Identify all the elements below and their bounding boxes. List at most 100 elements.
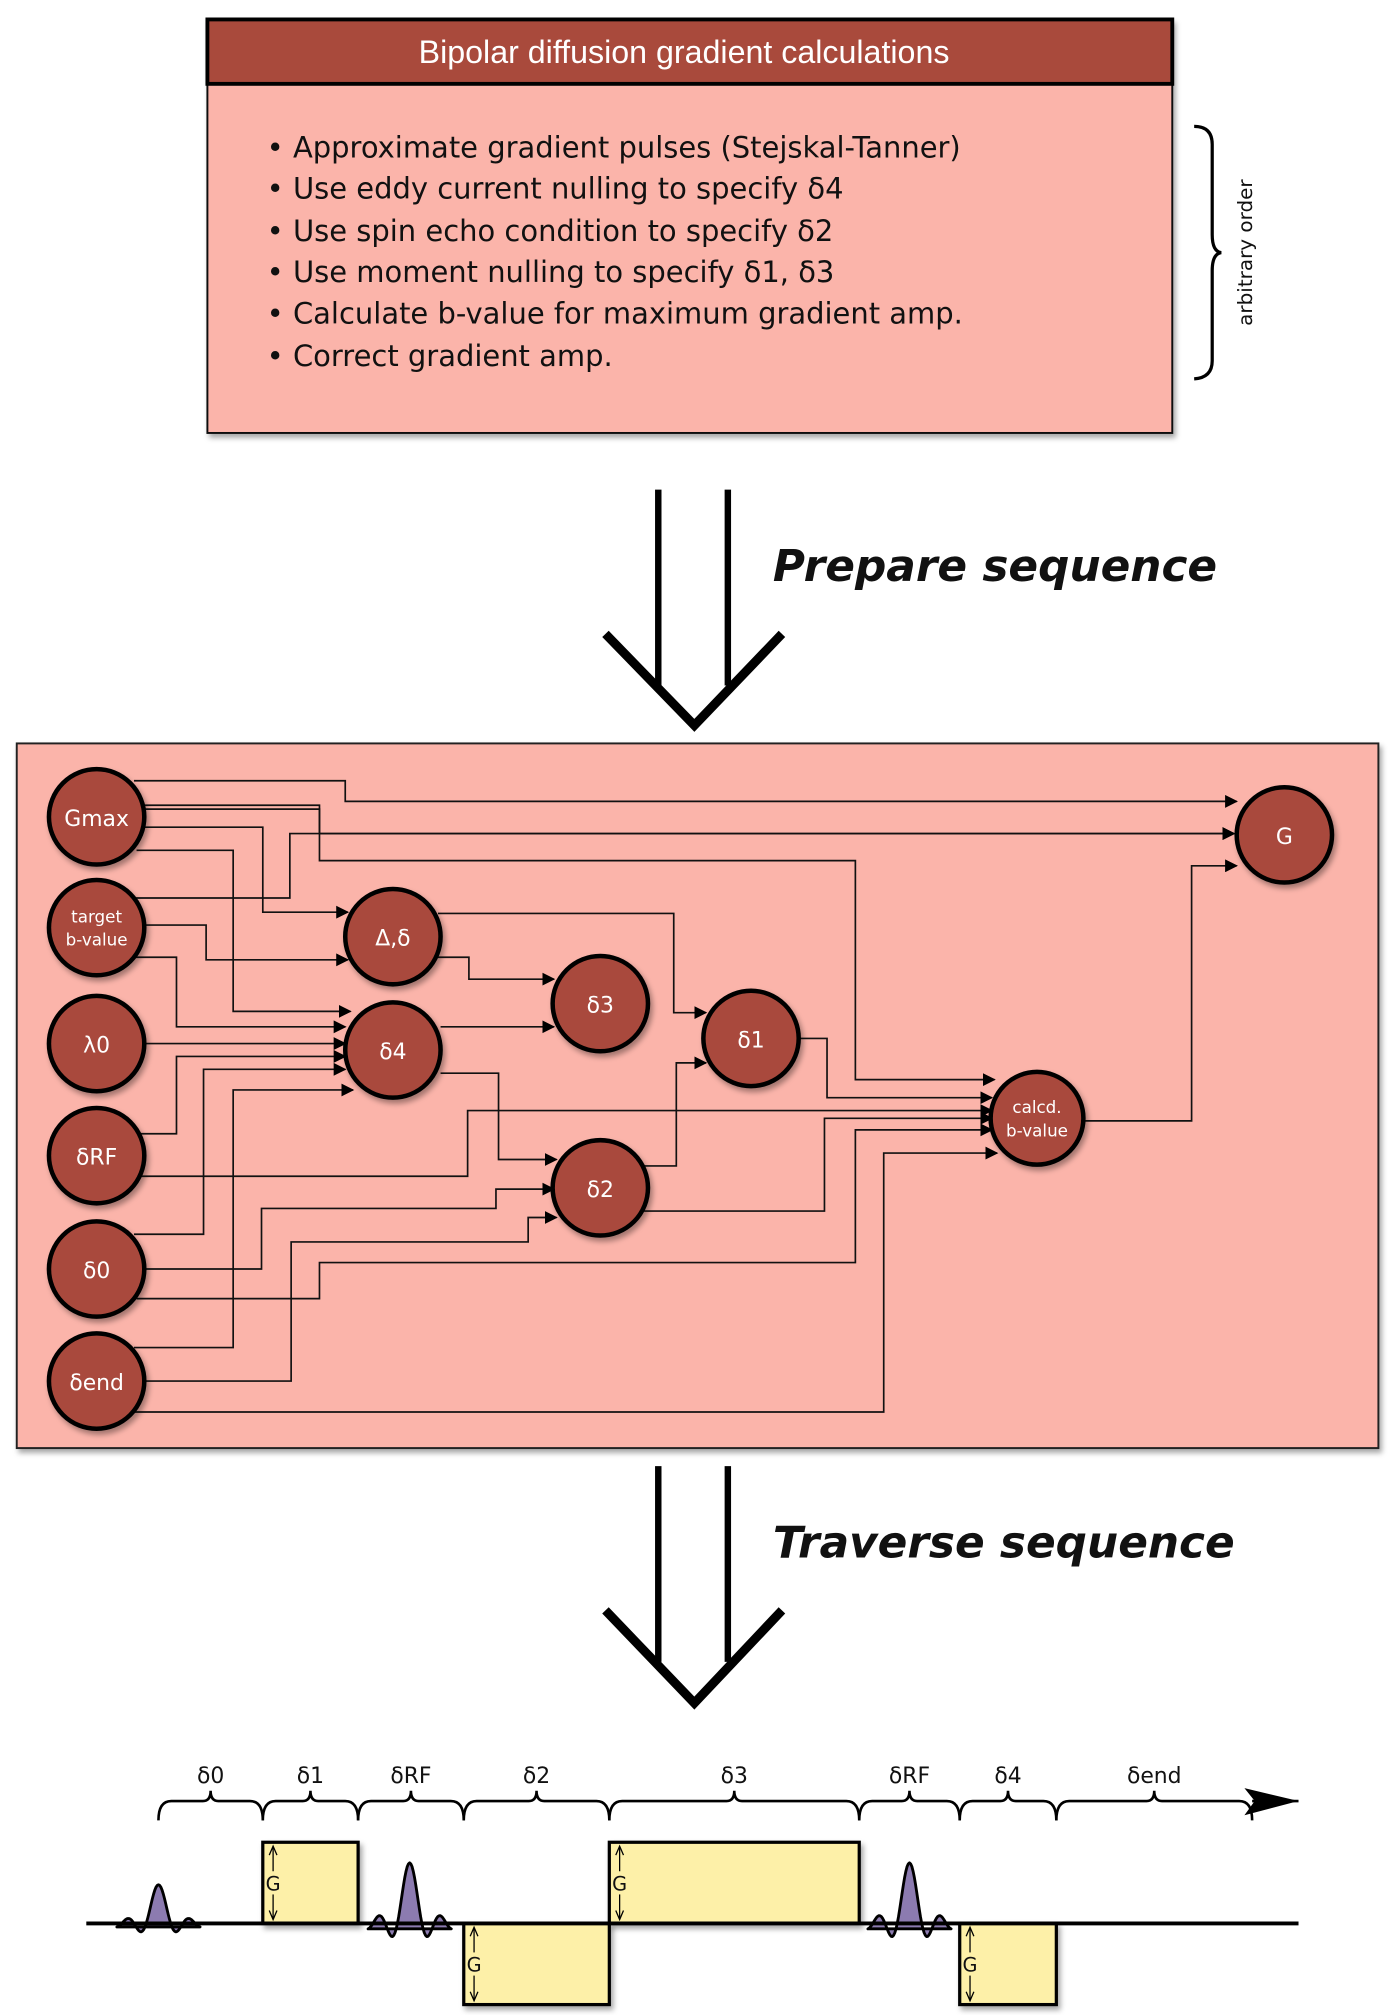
node-circle xyxy=(988,1069,1086,1167)
interval-label: δ1 xyxy=(297,1764,324,1789)
rf-pulse-refocusing xyxy=(366,1861,453,1938)
interval-label: δ2 xyxy=(523,1764,550,1789)
node-circle xyxy=(46,1331,147,1432)
node-circle xyxy=(46,1105,147,1206)
node-circle xyxy=(46,1219,147,1319)
edge-drf-to-calcd xyxy=(133,1104,994,1178)
node-d0: δ0 xyxy=(46,1219,147,1319)
node-label: δ0 xyxy=(83,1259,110,1284)
graph-panel xyxy=(15,742,1380,1450)
edge-d0-to-d4 xyxy=(133,1062,347,1236)
gradient-lobe-δ4: G xyxy=(958,1921,1058,2007)
interval-brace: δ0 xyxy=(157,1764,265,1821)
interval-brace: δRF xyxy=(857,1764,962,1821)
node-d2: δ2 xyxy=(550,1137,651,1238)
gradient-amplitude-label: G xyxy=(266,1873,281,1896)
gradient-lobe-δ3: G xyxy=(607,1840,861,1926)
node-label: target xyxy=(71,906,122,926)
bullet-item: • Use eddy current nulling to specify δ4 xyxy=(267,172,844,206)
edge-target-to-G xyxy=(133,827,1236,899)
node-circle xyxy=(46,877,147,978)
calc-box-header xyxy=(205,17,1175,86)
interval-label: δ3 xyxy=(721,1764,748,1789)
interval-brace: δ1 xyxy=(261,1764,360,1821)
node-Dd: Δ,δ xyxy=(342,886,443,987)
curly-brace-icon xyxy=(958,1790,1058,1821)
node-label: δ3 xyxy=(587,994,614,1019)
node-label: δRF xyxy=(76,1146,117,1171)
interval-label: δRF xyxy=(390,1764,431,1789)
edge-dend-to-d4 xyxy=(133,1083,355,1349)
curly-brace-icon xyxy=(462,1790,611,1821)
edge-d4-to-d2 xyxy=(440,1072,558,1166)
traverse-arrow-icon xyxy=(602,1466,786,1710)
edge-target-to-Dd xyxy=(141,924,350,967)
bullet-item: • Use moment nulling to specify δ1, δ3 xyxy=(267,255,835,289)
node-d3: δ3 xyxy=(550,953,651,1054)
node-label-line2: b-value xyxy=(1006,1120,1068,1140)
interval-brace: δRF xyxy=(356,1764,466,1821)
edge-dend-to-d2 xyxy=(141,1211,558,1382)
node-target: target b-value xyxy=(46,877,147,978)
calc-box-title: Bipolar diffusion gradient calculations xyxy=(419,34,950,70)
rf-pulses xyxy=(115,1861,953,1938)
node-circle xyxy=(1234,784,1335,885)
node-gmax: Gmax xyxy=(46,766,147,867)
interval-label: δ0 xyxy=(197,1764,224,1789)
edge-drf-to-d4 xyxy=(133,1050,347,1135)
interval-brace: δ2 xyxy=(462,1764,611,1821)
gradient-lobe-δ1: G xyxy=(261,1840,360,1926)
node-lambda0: λ0 xyxy=(46,993,147,1094)
bullet-item: • Calculate b-value for maximum gradient… xyxy=(267,296,963,330)
node-drf: δRF xyxy=(46,1105,147,1206)
bullet-item: • Correct gradient amp. xyxy=(267,339,613,373)
gradient-lobe-δ2: G xyxy=(462,1921,611,2007)
node-circle xyxy=(342,1000,443,1100)
edge-d1-to-calcd xyxy=(798,1037,994,1105)
node-label-line2: b-value xyxy=(66,930,128,950)
dependency-graph: Gmaxtargetb-valueλ0δRFδ0δendΔ,δδ4δ3δ1δ2c… xyxy=(15,742,1380,1450)
prepare-arrow-icon xyxy=(602,489,786,732)
node-circle xyxy=(342,886,443,987)
node-label: δ2 xyxy=(587,1178,614,1203)
graph-nodes: Gmaxtargetb-valueλ0δRFδ0δendΔ,δδ4δ3δ1δ2c… xyxy=(46,766,1335,1432)
arbitrary-order-note: arbitrary order xyxy=(1233,179,1257,326)
gradient-rect xyxy=(462,1921,611,2007)
curly-brace-icon xyxy=(857,1790,962,1821)
calc-box-bullets: • Approximate gradient pulses (Stejskal-… xyxy=(267,130,963,373)
edge-calcd-to-G xyxy=(1084,859,1238,1122)
edge-Dd-to-d1 xyxy=(437,912,708,1020)
gradient-lobes: G G G G xyxy=(261,1840,1058,2007)
curly-brace-icon xyxy=(1193,124,1222,381)
interval-label: δRF xyxy=(889,1764,930,1789)
edge-gmax-to-Dd xyxy=(144,826,350,919)
edge-d0-to-calcd xyxy=(136,1123,994,1300)
gradient-amplitude-label: G xyxy=(467,1954,482,1977)
node-label: δ1 xyxy=(737,1028,764,1053)
bullet-item: • Use spin echo condition to specify δ2 xyxy=(267,214,834,248)
gradient-amplitude-label: G xyxy=(963,1954,978,1977)
edge-gmax-to-d4 xyxy=(136,849,352,1018)
gradient-rect xyxy=(607,1840,861,1926)
rf-pulse-excitation xyxy=(115,1883,202,1934)
interval-label: δend xyxy=(1127,1764,1182,1789)
rf-pulse-refocusing xyxy=(866,1861,953,1938)
node-label: λ0 xyxy=(83,1034,110,1059)
node-dend: δend xyxy=(46,1331,147,1432)
interval-label: δ4 xyxy=(994,1764,1021,1789)
node-label: Δ,δ xyxy=(375,927,410,952)
node-circle xyxy=(550,953,651,1054)
node-label: Gmax xyxy=(64,807,129,832)
curly-brace-icon xyxy=(261,1790,360,1821)
traverse-sequence-label: Traverse sequence xyxy=(773,1518,1235,1569)
node-label: calcd. xyxy=(1012,1097,1061,1117)
time-arrow-icon xyxy=(1244,1788,1299,1816)
node-calcd: calcd. b-value xyxy=(988,1069,1086,1167)
node-circle xyxy=(701,988,801,1089)
curly-brace-icon xyxy=(356,1790,466,1821)
interval-brace: δ3 xyxy=(608,1764,861,1821)
curly-brace-icon xyxy=(1055,1790,1254,1821)
edge-d2-to-d1 xyxy=(644,1056,708,1167)
bullet-item: • Approximate gradient pulses (Stejskal-… xyxy=(267,130,961,164)
